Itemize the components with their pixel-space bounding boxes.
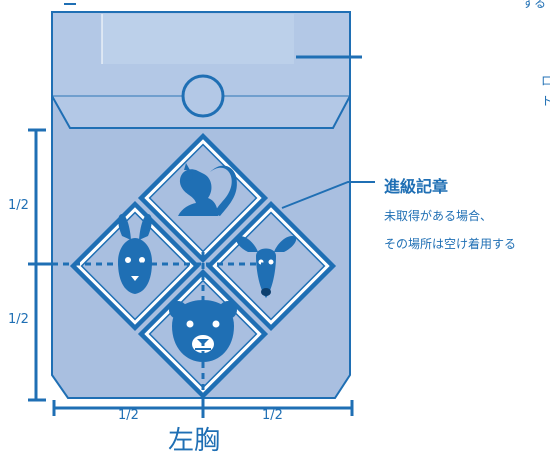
dimension-bottom-left: 1/2 [118,408,139,423]
edge-fragment-right-2: ト [541,94,550,108]
flap-top-panel [102,14,294,64]
dimension-bottom-right: 1/2 [262,408,283,423]
badges-leader-line [281,181,375,209]
flap-button [181,74,225,118]
dimension-left-lower: 1/2 [8,312,29,327]
pocket-label: 左胸 [168,426,221,456]
badges-callout-line2: その場所は空け着用する [384,237,517,251]
badges-callout-line1: 未取得がある場合、 [384,209,493,223]
dimension-left-upper: 1/2 [8,198,29,213]
deer-icon [235,236,297,298]
badges-callout-title: 進級記章 [384,177,449,196]
squirrel-icon [178,163,237,216]
left-dimension [28,128,52,402]
rabbit-icon [118,214,152,294]
edge-fragment-right-1: ロ [541,74,550,88]
bottom-dimension [52,400,354,418]
edge-fragment-top-right: する [522,0,547,10]
